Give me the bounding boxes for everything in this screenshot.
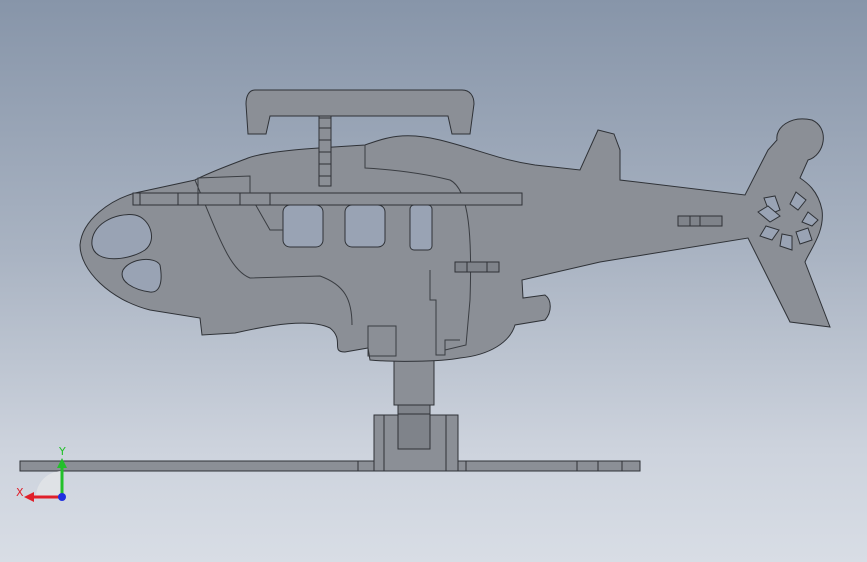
- rotor-mast[interactable]: [318, 97, 332, 187]
- stand-post[interactable]: [393, 354, 435, 406]
- tail-fan: [757, 191, 819, 251]
- x-axis-label: X: [16, 486, 24, 499]
- cabin-window-2: [344, 204, 386, 248]
- stand-socket[interactable]: [373, 403, 459, 472]
- horizontal-plate[interactable]: [132, 175, 523, 273]
- base-plate[interactable]: [19, 460, 641, 472]
- cabin-window-1: [282, 204, 324, 248]
- windshield-lower: [121, 258, 162, 293]
- cabin-window-3: [409, 204, 433, 251]
- windshield-upper: [91, 214, 153, 260]
- rotor-handle[interactable]: [245, 89, 475, 135]
- axis-triad: Y X: [16, 445, 67, 502]
- helicopter-body[interactable]: [79, 118, 831, 362]
- y-axis-label: Y: [58, 445, 66, 458]
